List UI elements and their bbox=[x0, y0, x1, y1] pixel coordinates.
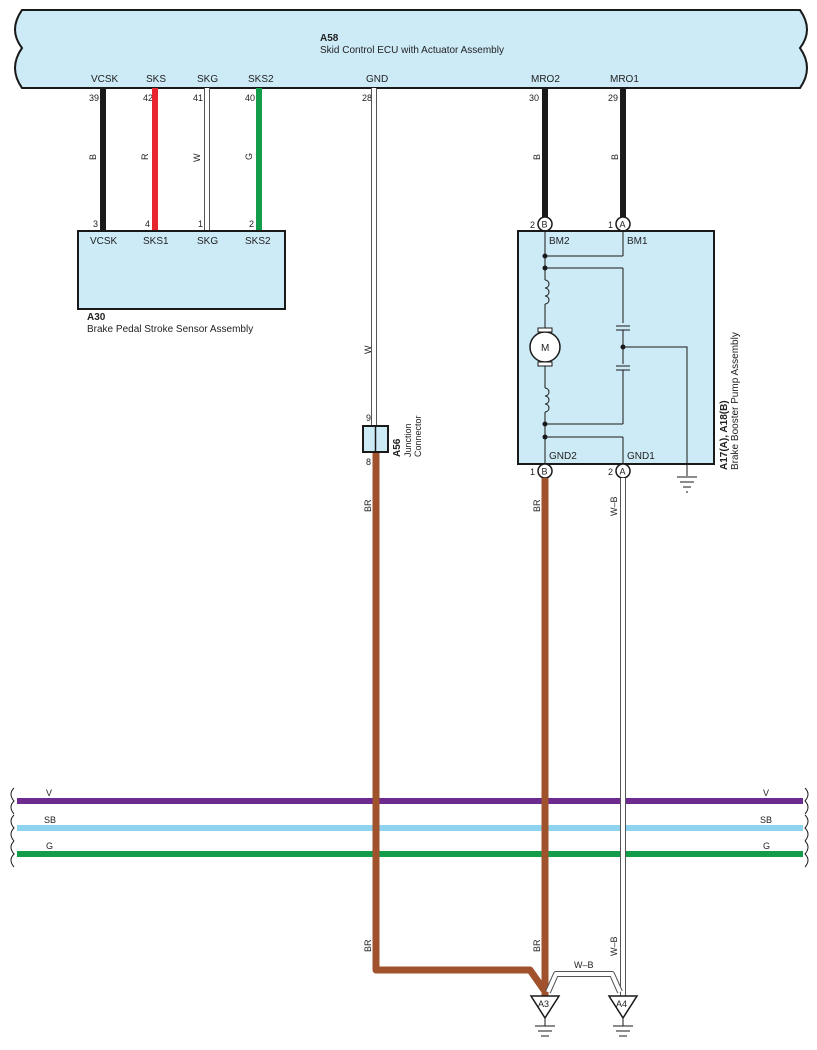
pump-terminal-gnd1: GND1 bbox=[627, 451, 655, 462]
bus-label-left-sb: SB bbox=[44, 815, 56, 825]
sensor-pin-4: 4 bbox=[145, 219, 150, 229]
wire-color-junction-br-lower: BR bbox=[363, 939, 373, 952]
sensor-name: Brake Pedal Stroke Sensor Assembly bbox=[87, 324, 253, 335]
sensor-pin-2: 2 bbox=[249, 219, 254, 229]
junction-name-line1: Junction bbox=[403, 423, 413, 457]
junction-name-line2: Connector bbox=[413, 415, 423, 457]
bus-label-right-g: G bbox=[763, 841, 770, 851]
bus-break-left-v bbox=[10, 787, 15, 815]
sensor-box bbox=[77, 230, 286, 310]
pump-terminal-bm1: BM1 bbox=[627, 236, 648, 247]
ecu-pin-28: 28 bbox=[362, 93, 372, 103]
bus-label-right-v: V bbox=[763, 788, 769, 798]
pump-pin-bm2: 2 bbox=[530, 220, 535, 230]
pump-coil-upper bbox=[544, 279, 550, 305]
pump-terminal-bm2: BM2 bbox=[549, 236, 570, 247]
pump-motor-label: M bbox=[541, 343, 549, 354]
junction-code: A56 bbox=[392, 438, 403, 457]
sensor-pin-1: 1 bbox=[198, 219, 203, 229]
junction-pin-top: 9 bbox=[366, 413, 371, 423]
wire-color-gnd1-wb-lower: W–B bbox=[609, 936, 619, 956]
ecu-pin-40: 40 bbox=[245, 93, 255, 103]
wire-color-mro1: B bbox=[610, 154, 620, 160]
pump-coil-lower bbox=[544, 387, 550, 413]
pump-connector-letter-gnd1: A bbox=[620, 467, 626, 477]
wire-color-vcsk: B bbox=[88, 154, 98, 160]
ecu-terminal-mro2: MRO2 bbox=[531, 74, 560, 85]
pump-code: A17(A), A18(B) bbox=[719, 400, 730, 470]
ground-point-a3: A3 bbox=[529, 995, 561, 1037]
ecu-pin-30: 30 bbox=[529, 93, 539, 103]
wire-color-junction-br: BR bbox=[363, 499, 373, 512]
wire-color-gnd: W bbox=[363, 345, 373, 354]
ecu-pin-29: 29 bbox=[608, 93, 618, 103]
ecu-pin-41: 41 bbox=[193, 93, 203, 103]
wire-wb-bridge bbox=[545, 971, 623, 994]
ecu-terminal-skg: SKG bbox=[197, 74, 218, 85]
wire-color-gnd1-wb: W–B bbox=[609, 496, 619, 516]
sensor-terminal-skg: SKG bbox=[197, 236, 218, 247]
pump-connector-letter-bm2: B bbox=[542, 220, 548, 230]
ground-point-a4: A4 bbox=[607, 995, 639, 1037]
sensor-terminal-vcsk: VCSK bbox=[90, 236, 118, 247]
ground-label-a4: A4 bbox=[616, 999, 627, 1009]
bus-label-left-g: G bbox=[46, 841, 53, 851]
ecu-terminal-sks: SKS bbox=[146, 74, 166, 85]
junction-a56: A56 Junction Connector bbox=[362, 415, 423, 457]
sensor-pin-3: 3 bbox=[93, 219, 98, 229]
sensor-code: A30 bbox=[87, 312, 106, 323]
pump-internal-circuit: M bbox=[529, 231, 688, 476]
pump-connector-letter-gnd2: B bbox=[542, 467, 548, 477]
wire-color-gnd2-br-lower: BR bbox=[532, 939, 542, 952]
wire-color-sks2: G bbox=[244, 153, 254, 160]
ecu-terminal-gnd: GND bbox=[366, 74, 388, 85]
sensor-terminal-sks2: SKS2 bbox=[245, 236, 271, 247]
pump-connector-letter-bm1: A bbox=[620, 220, 626, 230]
pump-a17-a18: BM2 BM1 GND2 GND1 M bbox=[517, 230, 741, 493]
junction-pin-bottom: 8 bbox=[366, 457, 371, 467]
wire-color-bridge-wb: W–B bbox=[574, 960, 594, 970]
wire-color-skg: W bbox=[192, 153, 202, 162]
pump-case-ground-symbol bbox=[677, 476, 697, 493]
bus-break-right-sb bbox=[804, 814, 809, 842]
wire-color-mro2: B bbox=[532, 154, 542, 160]
sensor-terminal-sks1: SKS1 bbox=[143, 236, 169, 247]
pump-pin-gnd2: 1 bbox=[530, 467, 535, 477]
ecu-box bbox=[14, 9, 808, 89]
pump-terminal-gnd2: GND2 bbox=[549, 451, 577, 462]
bus-break-right-v bbox=[804, 787, 809, 815]
ground-label-a3: A3 bbox=[538, 999, 549, 1009]
ecu-terminal-sks2: SKS2 bbox=[248, 74, 274, 85]
pump-name: Brake Booster Pump Assembly bbox=[730, 332, 741, 470]
sensor-a30: VCSK SKS1 SKG SKS2 A30 Brake Pedal Strok… bbox=[77, 230, 286, 335]
bus-lines: V SB G V SB G bbox=[10, 787, 809, 868]
bus-break-left-sb bbox=[10, 814, 15, 842]
ecu-code: A58 bbox=[320, 33, 339, 44]
wire-color-sks: R bbox=[140, 153, 150, 160]
ecu-pin-42: 42 bbox=[143, 93, 153, 103]
bus-label-left-v: V bbox=[46, 788, 52, 798]
wire-junction-to-ground-brown bbox=[372, 452, 547, 993]
ecu-name: Skid Control ECU with Actuator Assembly bbox=[320, 45, 504, 56]
ecu-terminal-vcsk: VCSK bbox=[91, 74, 119, 85]
pump-pin-gnd1: 2 bbox=[608, 467, 613, 477]
wire-color-gnd2-br: BR bbox=[532, 499, 542, 512]
ecu-terminal-mro1: MRO1 bbox=[610, 74, 639, 85]
pump-pin-bm1: 1 bbox=[608, 220, 613, 230]
bus-label-right-sb: SB bbox=[760, 815, 772, 825]
bus-break-left-g bbox=[10, 840, 15, 868]
bus-break-right-g bbox=[804, 840, 809, 868]
ecu-pin-39: 39 bbox=[89, 93, 99, 103]
ecu-a58: A58 Skid Control ECU with Actuator Assem… bbox=[14, 9, 808, 89]
